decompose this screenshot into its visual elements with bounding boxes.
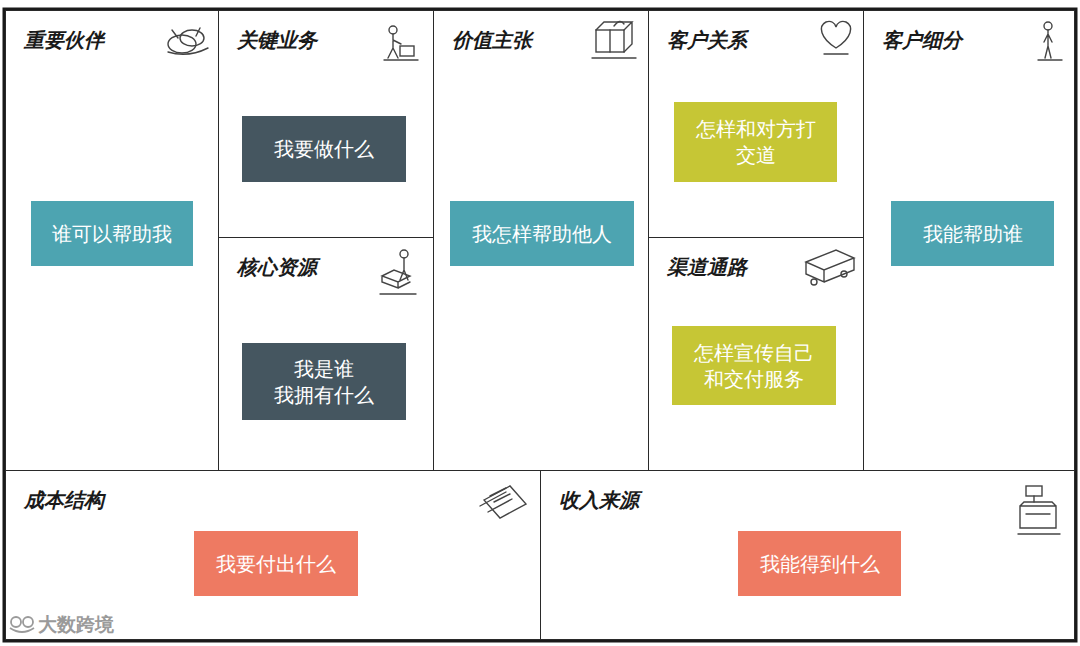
- block-heading: 收入来源: [559, 487, 639, 514]
- prompt-box: 我要做什么: [242, 116, 406, 182]
- prompt-text: 怎样宣传自己和交付服务: [692, 340, 817, 392]
- partner-icon: [168, 28, 208, 54]
- watermark-logo: [10, 617, 34, 632]
- prompt-box: 我怎样帮助他人: [450, 201, 634, 266]
- canvas-block: 渠道通路怎样宣传自己和交付服务: [648, 237, 864, 471]
- prompt-text: 我能帮助谁: [923, 221, 1023, 247]
- value-icon: [592, 21, 636, 58]
- block-heading: 客户细分: [882, 27, 962, 54]
- canvas-block: 核心资源我是谁 我拥有什么: [218, 237, 434, 471]
- prompt-box: 我是谁 我拥有什么: [242, 343, 406, 420]
- canvas-block: 关键业务我要做什么: [218, 10, 434, 238]
- channel-icon: [806, 250, 854, 285]
- prompt-text: 怎样和对方打交道: [693, 116, 818, 168]
- prompt-box: 怎样和对方打交道: [674, 102, 837, 182]
- activity-icon: [384, 26, 418, 60]
- canvas-block: 收入来源我能得到什么: [540, 470, 1075, 640]
- canvas-block: 价值主张我怎样帮助他人: [433, 10, 649, 471]
- prompt-box: 我能得到什么: [738, 531, 901, 596]
- watermark: 大数跨境: [38, 612, 114, 638]
- block-heading: 核心资源: [237, 254, 317, 281]
- prompt-box: 怎样宣传自己和交付服务: [672, 326, 836, 405]
- block-heading: 重要伙伴: [24, 27, 104, 54]
- prompt-text: 我要付出什么: [216, 551, 336, 577]
- segment-icon: [1038, 22, 1062, 60]
- prompt-box: 我能帮助谁: [891, 201, 1054, 266]
- outer-frame: [4, 9, 1076, 641]
- prompt-text: 我能得到什么: [760, 551, 880, 577]
- prompt-text: 我要做什么: [274, 136, 374, 162]
- canvas-block: 客户关系怎样和对方打交道: [648, 10, 864, 238]
- block-heading: 关键业务: [237, 27, 317, 54]
- prompt-box: 我要付出什么: [194, 531, 358, 596]
- revenue-icon: [1018, 486, 1060, 534]
- resource-icon: [380, 250, 416, 294]
- relation-icon: [821, 21, 850, 54]
- prompt-text: 谁可以帮助我: [52, 221, 172, 247]
- block-heading: 价值主张: [452, 27, 532, 54]
- prompt-text: 我怎样帮助他人: [472, 221, 612, 247]
- canvas-block: 客户细分我能帮助谁: [863, 10, 1075, 471]
- prompt-text: 我是谁 我拥有什么: [250, 356, 398, 408]
- prompt-box: 谁可以帮助我: [31, 201, 193, 266]
- block-heading: 成本结构: [24, 487, 104, 514]
- canvas-block: 重要伙伴谁可以帮助我: [5, 10, 219, 471]
- block-heading: 渠道通路: [667, 254, 747, 281]
- block-heading: 客户关系: [667, 27, 747, 54]
- cost-icon: [480, 486, 526, 518]
